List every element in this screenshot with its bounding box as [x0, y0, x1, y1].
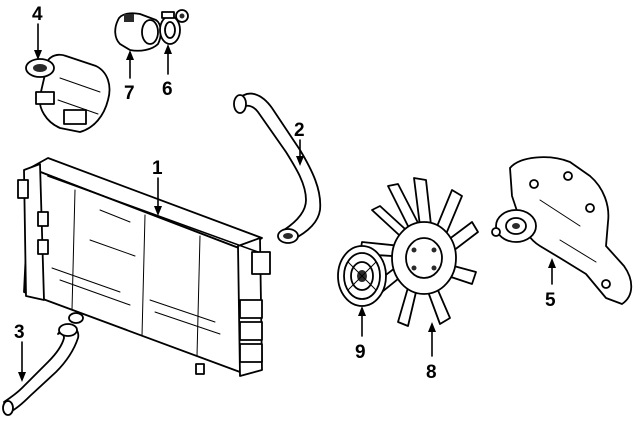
fan-blade [359, 177, 479, 327]
arrow-head-6 [164, 44, 172, 54]
thermostat [114, 12, 162, 52]
water-pump [491, 156, 633, 305]
arrow-head-3 [18, 372, 26, 382]
arrow-head-7 [126, 50, 134, 60]
callout-4: 4 [32, 4, 43, 25]
arrow-head-4 [34, 50, 42, 60]
arrow-head-8 [428, 322, 436, 332]
lower-hose [2, 323, 80, 416]
arrow-head-1 [154, 206, 162, 216]
callout-7: 7 [124, 83, 135, 104]
callout-8: 8 [426, 362, 437, 383]
arrow-head-5 [548, 258, 556, 268]
callout-5: 5 [545, 290, 556, 311]
callout-6: 6 [162, 79, 173, 100]
radiator [17, 157, 271, 377]
thermostat-housing [25, 53, 111, 133]
callout-9: 9 [355, 342, 366, 363]
thermostat-gasket [159, 9, 189, 45]
callout-2: 2 [294, 120, 305, 141]
upper-hose [233, 92, 322, 244]
callout-3: 3 [14, 322, 25, 343]
arrow-head-2 [296, 156, 304, 166]
fan-clutch [337, 245, 387, 307]
callout-1: 1 [152, 158, 163, 179]
arrow-head-9 [358, 306, 366, 316]
